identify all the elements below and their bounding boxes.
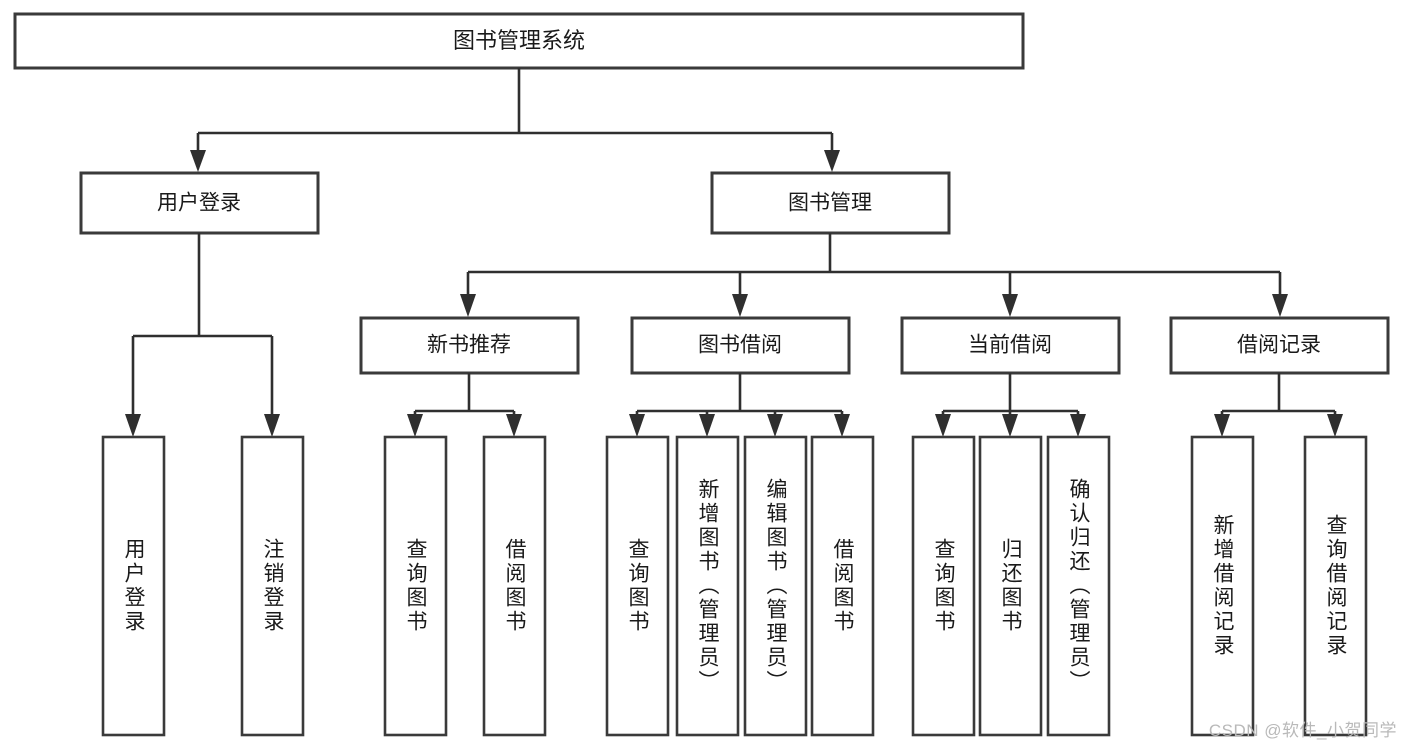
user-login-box — [79, 171, 320, 235]
arrow-to-leaf-user-login — [125, 414, 141, 437]
node-current-borrow[interactable]: 当前借阅 — [900, 316, 1121, 375]
arrow-to-leaf-add-book — [699, 414, 715, 437]
leaf-boxes — [101, 435, 1368, 737]
node-new-book-recommend[interactable]: 新书推荐 — [359, 316, 580, 375]
current-borrow-box — [900, 316, 1121, 375]
new-book-recommend-box — [359, 316, 580, 375]
book-management-label: 图书管理 — [788, 192, 872, 215]
leaf-box-user-login[interactable] — [101, 435, 166, 737]
root-box — [13, 12, 1025, 70]
connector-current-borrow-to-leaves — [935, 373, 1086, 437]
leaf-box-query-record[interactable] — [1303, 435, 1368, 737]
leaf-box-logout-login[interactable] — [240, 435, 305, 737]
book-borrow-label: 图书借阅 — [698, 334, 782, 357]
leaf-box-add-record[interactable] — [1190, 435, 1255, 737]
new-book-recommend-label: 新书推荐 — [427, 334, 511, 357]
leaf-box-query-book-1[interactable] — [383, 435, 448, 737]
user-login-label: 用户登录 — [157, 192, 241, 215]
arrow-to-borrow-record — [1272, 294, 1288, 317]
arrow-to-leaf-add-record — [1214, 414, 1230, 437]
connector-book-borrow-to-leaves — [629, 373, 850, 437]
current-borrow-label: 当前借阅 — [968, 334, 1052, 357]
arrow-to-new-book-recommend — [460, 294, 476, 317]
leaf-box-return-book[interactable] — [978, 435, 1043, 737]
arrow-to-leaf-borrow-book-1 — [506, 414, 522, 437]
arrow-to-leaf-borrow-book-2 — [834, 414, 850, 437]
node-borrow-record[interactable]: 借阅记录 — [1169, 316, 1390, 375]
arrow-to-leaf-logout-login — [264, 414, 280, 437]
leaf-box-query-book-2[interactable] — [605, 435, 670, 737]
arrow-to-leaf-return-book — [1002, 414, 1018, 437]
arrow-to-leaf-query-book-3 — [935, 414, 951, 437]
arrow-to-leaf-confirm-return — [1070, 414, 1086, 437]
node-book-borrow[interactable]: 图书借阅 — [630, 316, 851, 375]
node-root[interactable]: 图书管理系统 — [13, 12, 1025, 70]
connector-book-management-to-level2 — [460, 233, 1288, 317]
leaf-box-borrow-book-2[interactable] — [810, 435, 875, 737]
connector-borrow-record-to-leaves — [1214, 373, 1343, 437]
arrow-to-leaf-query-record — [1327, 414, 1343, 437]
arrow-to-book-management — [824, 150, 840, 172]
leaf-box-borrow-book-1[interactable] — [482, 435, 547, 737]
arrow-to-book-borrow — [732, 294, 748, 317]
arrow-to-leaf-edit-book — [767, 414, 783, 437]
arrow-to-leaf-query-book-1 — [407, 414, 423, 437]
root-label: 图书管理系统 — [453, 28, 585, 53]
arrow-to-current-borrow — [1002, 294, 1018, 317]
node-user-login[interactable]: 用户登录 — [79, 171, 320, 235]
leaf-box-add-book[interactable] — [675, 435, 740, 737]
connector-root-to-level1 — [190, 68, 840, 172]
leaf-box-edit-book[interactable] — [743, 435, 808, 737]
connector-user-login-to-leaves — [125, 233, 280, 437]
leaf-box-query-book-3[interactable] — [911, 435, 976, 737]
borrow-record-label: 借阅记录 — [1237, 334, 1321, 357]
csdn-watermark: CSDN @软件_小贺同学 — [1208, 721, 1397, 740]
arrow-to-user-login — [190, 150, 206, 172]
node-book-management[interactable]: 图书管理 — [710, 171, 951, 235]
connector-new-book-recommend-to-leaves — [407, 373, 522, 437]
leaf-box-confirm-return[interactable] — [1046, 435, 1111, 737]
arrow-to-leaf-query-book-2 — [629, 414, 645, 437]
